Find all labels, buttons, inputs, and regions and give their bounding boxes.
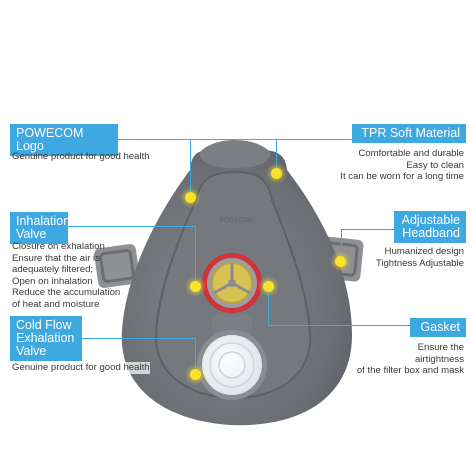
embossed-logo: POWECOM xyxy=(220,218,252,224)
headband-connector-v xyxy=(341,229,342,261)
gasket-connector-h xyxy=(268,325,465,326)
inhalation-valve xyxy=(202,253,262,313)
gasket-label: Gasket xyxy=(410,318,466,337)
headband-description: Humanized design Tightness Adjustable xyxy=(375,246,464,269)
exhalation-highlight-dot xyxy=(190,369,201,380)
inhalation-valve-label: Inhalation Valve xyxy=(10,212,70,244)
logo-highlight-dot xyxy=(271,168,282,179)
headband-label: Adjustable Headband xyxy=(394,211,466,243)
gasket-highlight-dot xyxy=(263,281,274,292)
material-connector-top xyxy=(190,139,466,140)
gasket-description: Ensure the airtightness of the filter bo… xyxy=(356,342,464,376)
left-headband-strap xyxy=(94,244,140,288)
material-highlight-dot xyxy=(185,192,196,203)
exhalation-valve-description: Genuine product for good health xyxy=(12,362,150,374)
inhalation-connector-v xyxy=(195,226,196,286)
logo-connector-v xyxy=(276,139,277,173)
exhalation-connector-h xyxy=(10,338,196,339)
logo-description: Genuine product for good health xyxy=(12,151,150,162)
material-description: Comfortable and durable Easy to clean It… xyxy=(340,148,464,182)
headband-highlight-dot xyxy=(335,256,346,267)
gasket-connector-v xyxy=(268,286,269,326)
material-connector-v xyxy=(190,139,191,197)
material-label: TPR Soft Material xyxy=(352,124,466,143)
exhalation-valve-label: Cold Flow Exhalation Valve xyxy=(10,316,82,361)
inhalation-connector-h xyxy=(10,226,196,227)
inhalation-highlight-dot xyxy=(190,281,201,292)
exhalation-connector-v xyxy=(195,338,196,376)
logo-label: POWECOM Logo xyxy=(10,124,118,156)
inhalation-valve-description: Closure on exhalation Ensure that the ai… xyxy=(12,241,121,310)
logo-connector-h xyxy=(10,139,277,140)
exhalation-valve xyxy=(197,314,267,400)
